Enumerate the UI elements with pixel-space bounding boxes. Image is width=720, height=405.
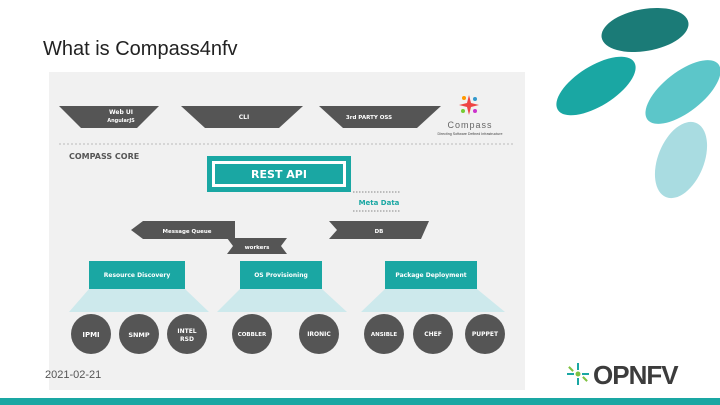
plugin-rsd: RSD [180, 336, 194, 343]
top-layer: Web UI AngularJS CLI 3rd PARTY OSS [59, 106, 441, 128]
message-queue-label: Message Queue [162, 229, 211, 235]
core-label: COMPASS CORE [69, 152, 139, 161]
plugin-chef: CHEF [424, 331, 442, 338]
leaf-mid-right [645, 60, 720, 124]
plugin-cobbler: COBBLER [238, 332, 267, 338]
slide-date: 2021-02-21 [45, 369, 102, 381]
db-label: DB [375, 229, 384, 235]
meta-data: Meta Data [353, 191, 401, 212]
plugin-intel: INTEL [177, 328, 196, 335]
webui-label: Web UI [109, 109, 133, 116]
service-package-deployment: Package Deployment [395, 272, 466, 279]
workers-label: workers [245, 245, 271, 251]
cli-label: CLI [239, 114, 249, 121]
plugin-ipmi: IPMI [82, 331, 99, 339]
slide-title: What is Compass4nfv [43, 38, 238, 60]
service-os-provisioning: OS Provisioning [254, 272, 308, 279]
service-resource-discovery: Resource Discovery [104, 272, 171, 279]
compass-logo: Compass Directing Software Defined Infra… [438, 95, 503, 136]
message-queue-row: Message Queue DB workers [131, 221, 429, 254]
services-row: Resource Discovery OS Provisioning Packa… [69, 261, 505, 312]
compass-architecture-diagram: Web UI AngularJS CLI 3rd PARTY OSS Compa… [49, 72, 525, 390]
plugin-ansible: ANSIBLE [371, 332, 398, 338]
bottom-accent-bar [0, 398, 720, 405]
plugin-snmp: SNMP [128, 331, 150, 339]
plugin-puppet: PUPPET [472, 331, 499, 338]
decorative-leaves [556, 7, 720, 199]
compass-star-icon [459, 95, 479, 115]
rest-api-label: REST API [251, 168, 307, 181]
rest-api-block: REST API [207, 156, 351, 192]
plugins-row: IPMI SNMP INTEL RSD COBBLER IRONIC ANSIB… [71, 314, 505, 354]
leaf-mid-left [556, 56, 636, 116]
meta-data-label: Meta Data [359, 199, 400, 207]
leaf-light [654, 121, 708, 199]
webui-sublabel: AngularJS [107, 118, 135, 124]
leaf-dark [601, 7, 689, 53]
plugin-ironic: IRONIC [307, 331, 331, 338]
opnfv-logo-text: OPNFV [593, 360, 679, 390]
compass-logo-tagline: Directing Software Defined Infrastructur… [438, 132, 503, 136]
opnfv-logo-icon [567, 363, 589, 385]
compass-logo-name: Compass [447, 120, 492, 130]
third-party-label: 3rd PARTY OSS [346, 115, 392, 121]
